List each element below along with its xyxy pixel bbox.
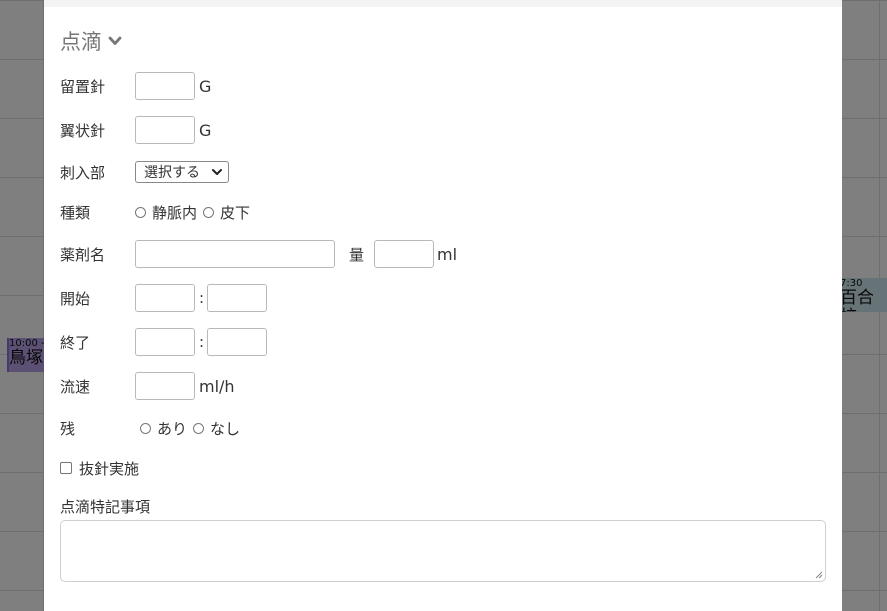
flow-rate-unit: ml/h	[199, 376, 235, 396]
drug-name-input[interactable]	[135, 240, 335, 268]
indwelling-needle-row: 留置針 G	[60, 71, 211, 101]
remaining-radio-no[interactable]	[193, 422, 205, 434]
amount-unit: ml	[437, 244, 458, 264]
drug-row: 薬剤名 量 ml	[60, 239, 457, 269]
winged-needle-row: 翼状針 G	[60, 115, 211, 145]
remaining-label: 残	[60, 419, 76, 438]
notes-label: 点滴特記事項	[60, 498, 151, 516]
chevron-down-icon	[212, 169, 222, 175]
time-separator: :	[199, 333, 205, 351]
section-toggle[interactable]: 点滴	[60, 26, 122, 56]
end-minute-input[interactable]	[207, 328, 268, 356]
drip-modal: 点滴 留置針 G 翼状針 G 刺入部 選択する 種類 静脈内 皮下 薬剤名	[44, 0, 842, 611]
remaining-option-label: あり	[157, 419, 188, 438]
gauge-unit: G	[199, 76, 212, 96]
gauge-unit: G	[199, 120, 212, 140]
start-row: 開始 :	[60, 283, 268, 313]
flow-rate-input[interactable]	[135, 372, 195, 400]
section-title: 点滴	[60, 30, 102, 54]
time-separator: :	[199, 289, 205, 307]
type-label: 種類	[60, 203, 91, 222]
end-row: 終了 :	[60, 327, 268, 357]
remaining-option-label: なし	[210, 419, 241, 438]
insertion-site-row: 刺入部 選択する	[60, 157, 229, 187]
chevron-down-icon	[108, 36, 122, 45]
start-hour-input[interactable]	[135, 284, 195, 312]
modal-header-strip	[44, 0, 842, 7]
amount-input[interactable]	[374, 240, 435, 268]
insertion-site-label: 刺入部	[60, 163, 106, 182]
type-option-label: 静脈内	[152, 203, 198, 222]
drug-name-label: 薬剤名	[60, 245, 106, 264]
winged-needle-input[interactable]	[135, 116, 195, 144]
flow-rate-label: 流速	[60, 377, 91, 396]
amount-label: 量	[349, 245, 365, 264]
winged-needle-label: 翼状針	[60, 121, 106, 140]
type-radio-subcutaneous[interactable]	[203, 206, 215, 218]
indwelling-needle-label: 留置針	[60, 77, 106, 96]
needle-removal-label: 抜針実施	[79, 459, 140, 478]
start-minute-input[interactable]	[207, 284, 268, 312]
type-option-label: 皮下	[220, 203, 251, 222]
needle-removal-row: 抜針実施	[60, 453, 139, 483]
start-label: 開始	[60, 289, 91, 308]
insertion-site-selected: 選択する	[144, 165, 200, 181]
end-label: 終了	[60, 333, 91, 352]
remaining-radio-yes[interactable]	[140, 422, 151, 434]
type-row: 種類 静脈内 皮下	[60, 197, 256, 227]
end-hour-input[interactable]	[135, 328, 195, 356]
flow-rate-row: 流速 ml/h	[60, 371, 235, 401]
insertion-site-select[interactable]: 選択する	[135, 161, 229, 183]
type-radio-intravenous[interactable]	[135, 206, 146, 218]
remaining-row: 残 あり なし	[60, 413, 246, 443]
resize-handle-icon[interactable]	[815, 571, 823, 579]
notes-textarea[interactable]	[60, 520, 826, 582]
indwelling-needle-input[interactable]	[135, 72, 195, 100]
needle-removal-checkbox[interactable]	[60, 462, 72, 474]
